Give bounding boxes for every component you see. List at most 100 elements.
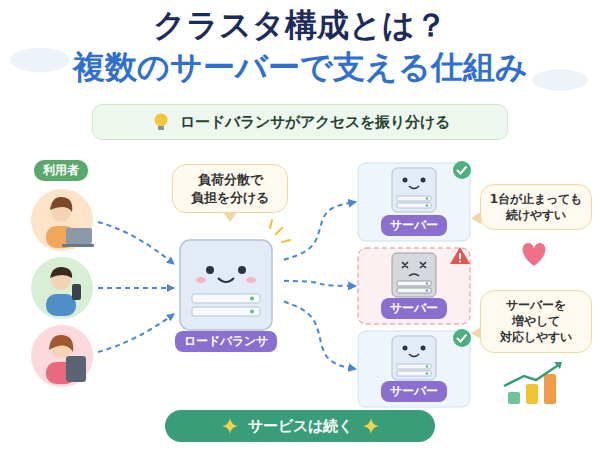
status-icon bbox=[457, 335, 467, 342]
user-icon bbox=[62, 244, 94, 247]
server-icon bbox=[409, 186, 419, 189]
load-balancer-icon bbox=[192, 294, 260, 303]
load-balancer-box: ロードバランサ bbox=[170, 236, 282, 354]
server-icon bbox=[409, 354, 419, 357]
growth-chart bbox=[508, 392, 520, 404]
server-icon bbox=[392, 336, 436, 380]
node-text: サーバー bbox=[381, 298, 447, 319]
server-icon bbox=[426, 365, 429, 368]
status-icon bbox=[459, 253, 461, 259]
status-icon bbox=[453, 329, 471, 347]
user-icon bbox=[50, 197, 72, 212]
dashed-arrow bbox=[284, 302, 356, 370]
server-box: サーバー bbox=[358, 163, 470, 241]
load-balancer-icon bbox=[206, 266, 214, 274]
load-balancer-icon bbox=[270, 220, 290, 242]
speech-bubble: サーバーを 増やして 対応しやすい bbox=[480, 290, 592, 353]
growth-chart bbox=[526, 384, 538, 404]
load-balancer-icon bbox=[246, 277, 256, 283]
server-icon bbox=[421, 178, 426, 183]
load-balancer-icon bbox=[238, 266, 246, 274]
load-balancer-icon bbox=[192, 307, 260, 316]
node-text: 1台が止まっても 続けやすい bbox=[489, 191, 583, 223]
sparkle-icon bbox=[222, 418, 238, 434]
load-balancer-icon bbox=[196, 277, 206, 283]
server-icon bbox=[392, 168, 436, 212]
status-icon bbox=[450, 161, 471, 347]
load-balancer-icon bbox=[250, 297, 254, 301]
server-icon bbox=[397, 281, 431, 286]
growth-chart bbox=[504, 364, 560, 386]
server-panel bbox=[358, 163, 470, 241]
status-icon bbox=[457, 167, 467, 174]
user-arrow bbox=[98, 287, 174, 289]
server-icon bbox=[392, 253, 436, 297]
server-icon bbox=[426, 282, 429, 285]
bulb-icon bbox=[155, 114, 168, 127]
heading-banner: ロードバランサがアクセスを振り分ける bbox=[92, 104, 508, 140]
server-icon bbox=[397, 371, 431, 376]
server-icon bbox=[402, 262, 426, 268]
heart-icon bbox=[523, 243, 546, 266]
heart-icon bbox=[523, 243, 546, 266]
server-icon bbox=[403, 346, 408, 351]
load-balancer-icon bbox=[250, 310, 254, 314]
background-cloud bbox=[532, 69, 588, 91]
node-text: サーバー bbox=[381, 215, 447, 236]
server-icon bbox=[426, 372, 429, 375]
group-label: 利用者 bbox=[34, 160, 88, 181]
node-text: サーバー bbox=[381, 381, 447, 402]
title: クラスタ構成とは？ 複数のサーバーで支える仕組み bbox=[20, 4, 580, 88]
load-balancer-icon bbox=[180, 240, 272, 330]
bulb-icon bbox=[150, 111, 172, 133]
dashed-arrow bbox=[284, 202, 356, 260]
server-icon bbox=[397, 288, 431, 293]
result-pill: サービスは続く bbox=[165, 410, 435, 442]
server-icon bbox=[397, 196, 431, 201]
user-icon bbox=[31, 189, 94, 387]
server-icon bbox=[426, 197, 429, 200]
user-icon bbox=[49, 335, 73, 352]
speech-bubble: 負荷分散で 負担を分ける bbox=[172, 164, 288, 213]
user-icon bbox=[66, 356, 86, 382]
server-icon bbox=[397, 203, 431, 208]
load-balancer-icon bbox=[218, 278, 234, 282]
node-text: サービスは続く bbox=[248, 417, 353, 436]
user-arrow bbox=[98, 222, 174, 352]
server-panel bbox=[358, 248, 470, 324]
user-arrow bbox=[98, 314, 174, 352]
status-icon bbox=[459, 261, 461, 263]
sparkle-icon bbox=[363, 418, 379, 434]
server-icon bbox=[403, 178, 408, 183]
user-arrow bbox=[98, 222, 174, 264]
growth-chart bbox=[544, 374, 556, 404]
node-text: 利用者 bbox=[43, 162, 79, 179]
server-icon bbox=[426, 289, 429, 292]
status-icon bbox=[453, 161, 471, 179]
sparkle-icon bbox=[363, 418, 379, 434]
speech-bubble: 1台が止まっても 続けやすい bbox=[480, 184, 592, 230]
banner-text: ロードバランサがアクセスを振り分ける bbox=[180, 113, 450, 132]
server-box: サーバー bbox=[358, 248, 470, 324]
node-text: サーバーを 増やして 対応しやすい bbox=[489, 297, 583, 346]
user-icon bbox=[31, 189, 93, 251]
server-icon bbox=[409, 274, 419, 276]
dashed-arrow bbox=[284, 281, 356, 286]
load-balancer-icon bbox=[180, 220, 290, 330]
server-icon bbox=[397, 364, 431, 369]
server-icon bbox=[426, 204, 429, 207]
user-icon bbox=[50, 267, 72, 278]
user-icon bbox=[66, 228, 92, 244]
user-icon bbox=[46, 294, 76, 316]
server-icon bbox=[392, 253, 436, 297]
bulb-icon bbox=[158, 126, 164, 130]
status-icon bbox=[450, 247, 470, 264]
node-text: ロードバランサ bbox=[175, 331, 277, 352]
server-icon bbox=[392, 168, 436, 380]
server-panel bbox=[358, 331, 470, 407]
background-cloud bbox=[10, 48, 70, 72]
user-icon bbox=[31, 325, 93, 387]
server-box: サーバー bbox=[358, 331, 470, 407]
node-text: 負荷分散で 負担を分ける bbox=[181, 171, 279, 206]
